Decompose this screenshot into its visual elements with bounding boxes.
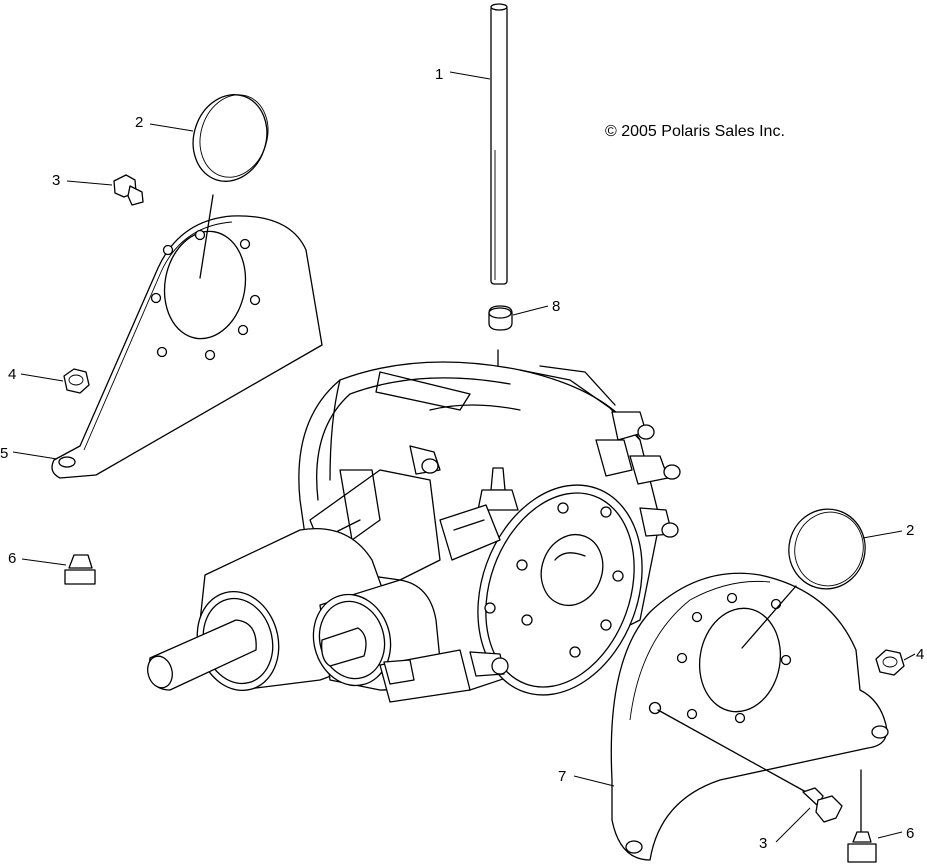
callout-6-left: 6	[8, 550, 16, 567]
part-bolt-bottom	[802, 787, 843, 823]
callout-3-top: 3	[52, 172, 60, 189]
part-gasket-top	[192, 94, 269, 182]
callout-2-top: 2	[135, 114, 143, 131]
callout-labels: 1 2 3 4 5 6 8 2 4 7 3 6	[0, 66, 924, 852]
part-bolt-right	[847, 769, 877, 863]
part-tube	[490, 3, 508, 285]
callout-7: 7	[558, 768, 566, 785]
part-bolt-left	[64, 554, 96, 585]
part-nut-left	[63, 368, 90, 394]
part-clamp	[488, 305, 513, 471]
callout-3-bottom: 3	[759, 835, 767, 852]
callout-1: 1	[435, 66, 443, 83]
copyright-text: © 2005 Polaris Sales Inc.	[605, 123, 785, 140]
part-gasket-right	[788, 508, 866, 590]
leader-lines	[12, 71, 916, 843]
callout-2-right: 2	[906, 522, 914, 539]
callout-4-left: 4	[8, 366, 16, 383]
part-nut-right	[875, 649, 905, 676]
part-bolt-top	[113, 174, 144, 206]
callout-8: 8	[552, 298, 560, 315]
callout-5: 5	[0, 445, 8, 462]
part-bracket-right	[610, 572, 889, 861]
callout-4-right: 4	[916, 646, 924, 663]
gearcase-assembly	[147, 361, 681, 703]
part-bracket-left	[51, 194, 323, 479]
callout-6-right: 6	[906, 825, 914, 842]
